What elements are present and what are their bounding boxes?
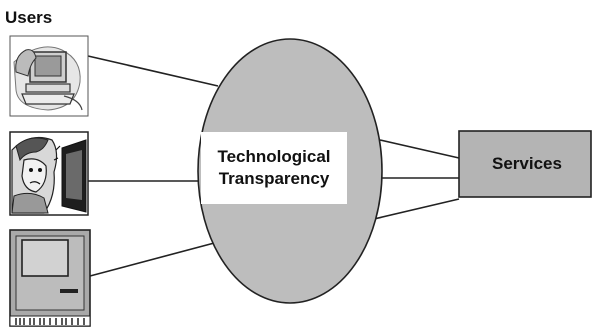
technological-transparency-label: Technological Transparency xyxy=(201,132,347,204)
transparency-label-line2: Transparency xyxy=(218,169,330,188)
services-label: Services xyxy=(492,154,562,173)
computer-user-icon xyxy=(9,35,89,117)
connector-ellipse-services-top xyxy=(379,139,460,159)
connector-user1-ellipse xyxy=(87,55,219,87)
connector-ellipse-services-bottom xyxy=(373,198,460,220)
desktop-monitor-icon xyxy=(9,229,91,327)
services-box xyxy=(458,130,592,198)
frustrated-person-icon xyxy=(9,131,89,216)
transparency-label-line1: Technological xyxy=(217,147,331,166)
users-heading: Users xyxy=(5,8,53,27)
connector-user3-ellipse xyxy=(89,241,219,277)
